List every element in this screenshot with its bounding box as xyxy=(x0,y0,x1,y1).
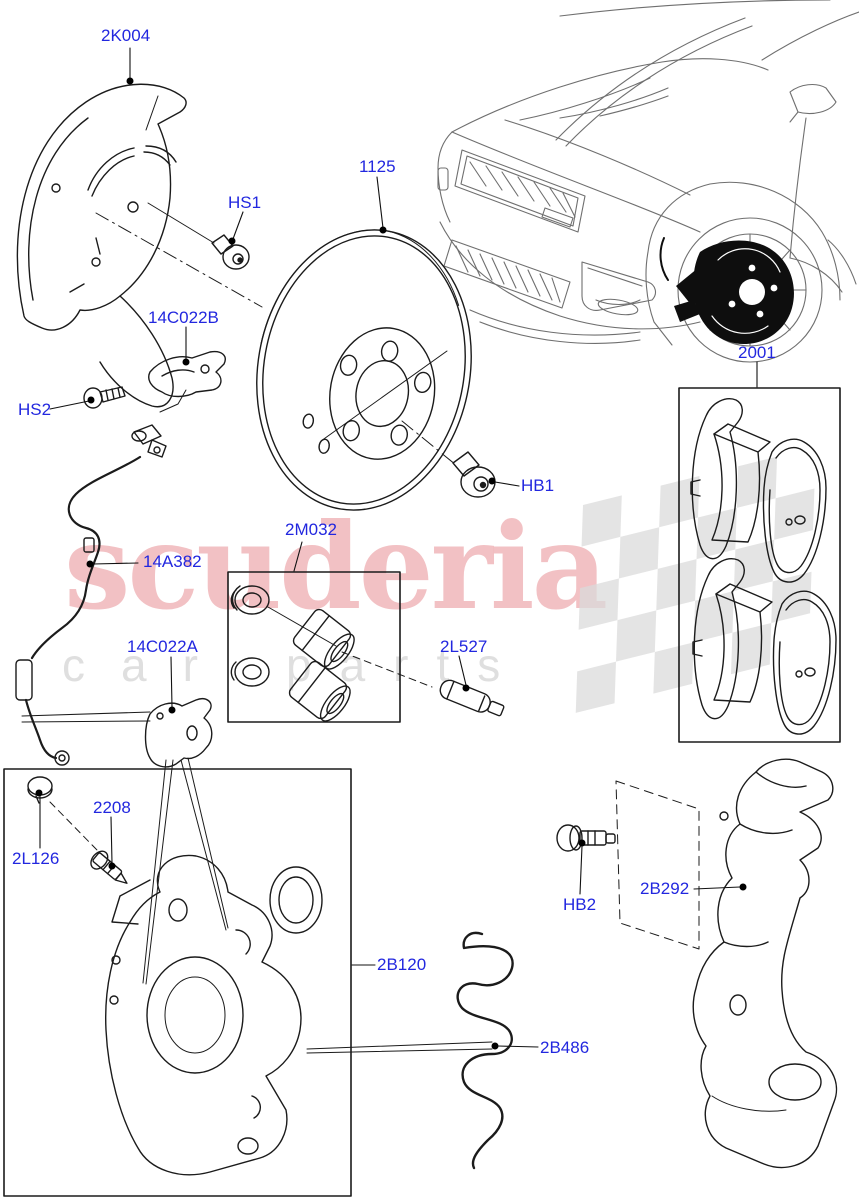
part-label-2l527[interactable]: 2L527 xyxy=(440,637,488,656)
part-label-hs1[interactable]: HS1 xyxy=(228,193,262,212)
part-label-2l126[interactable]: 2L126 xyxy=(12,849,60,868)
part-label-2b292[interactable]: 2B292 xyxy=(640,879,690,898)
leader-lines xyxy=(39,47,758,1048)
part-label-2b120[interactable]: 2B120 xyxy=(377,955,427,974)
part-label-1125[interactable]: 1125 xyxy=(359,157,396,176)
part-label-2b486[interactable]: 2B486 xyxy=(540,1038,590,1057)
guide-pin-kit-art xyxy=(227,571,401,723)
construction-lines xyxy=(49,202,457,852)
bolt-hb1-art xyxy=(452,451,496,498)
retaining-clip-art xyxy=(456,931,514,1170)
bolt-hs2-art xyxy=(83,386,126,409)
part-label-hb2[interactable]: HB2 xyxy=(563,895,597,914)
part-label-2m032[interactable]: 2M032 xyxy=(285,520,337,539)
part-label-14c022b[interactable]: 14C022B xyxy=(148,308,219,327)
install-guide-dashes xyxy=(615,780,700,950)
brake-pads-art xyxy=(678,387,841,743)
vehicle-illustration xyxy=(437,0,859,363)
bracket-14c022a-art xyxy=(21,698,229,985)
bolt-hs1-art xyxy=(211,234,250,270)
dust-shield-art xyxy=(16,83,187,408)
part-label-14c022a[interactable]: 14C022A xyxy=(127,637,198,656)
caliper-art xyxy=(3,768,493,1197)
bolt-hb2-art xyxy=(556,824,616,852)
part-label-14a382[interactable]: 14A382 xyxy=(143,552,202,571)
abs-sensor-harness-art xyxy=(15,424,167,766)
anchor-plate-art xyxy=(692,758,838,1169)
part-label-2k004[interactable]: 2K004 xyxy=(101,26,151,45)
part-label-hb1[interactable]: HB1 xyxy=(521,476,555,495)
part-label-hs2[interactable]: HS2 xyxy=(18,400,52,419)
bracket-14c022b-art xyxy=(148,350,226,413)
checkered-flag-watermark xyxy=(575,456,815,713)
leader-dots xyxy=(35,77,747,1050)
brake-disc-art xyxy=(256,229,472,511)
part-label-2001[interactable]: 2001 xyxy=(738,343,776,362)
part-label-2208[interactable]: 2208 xyxy=(93,798,131,817)
guide-pin-art xyxy=(439,679,505,717)
